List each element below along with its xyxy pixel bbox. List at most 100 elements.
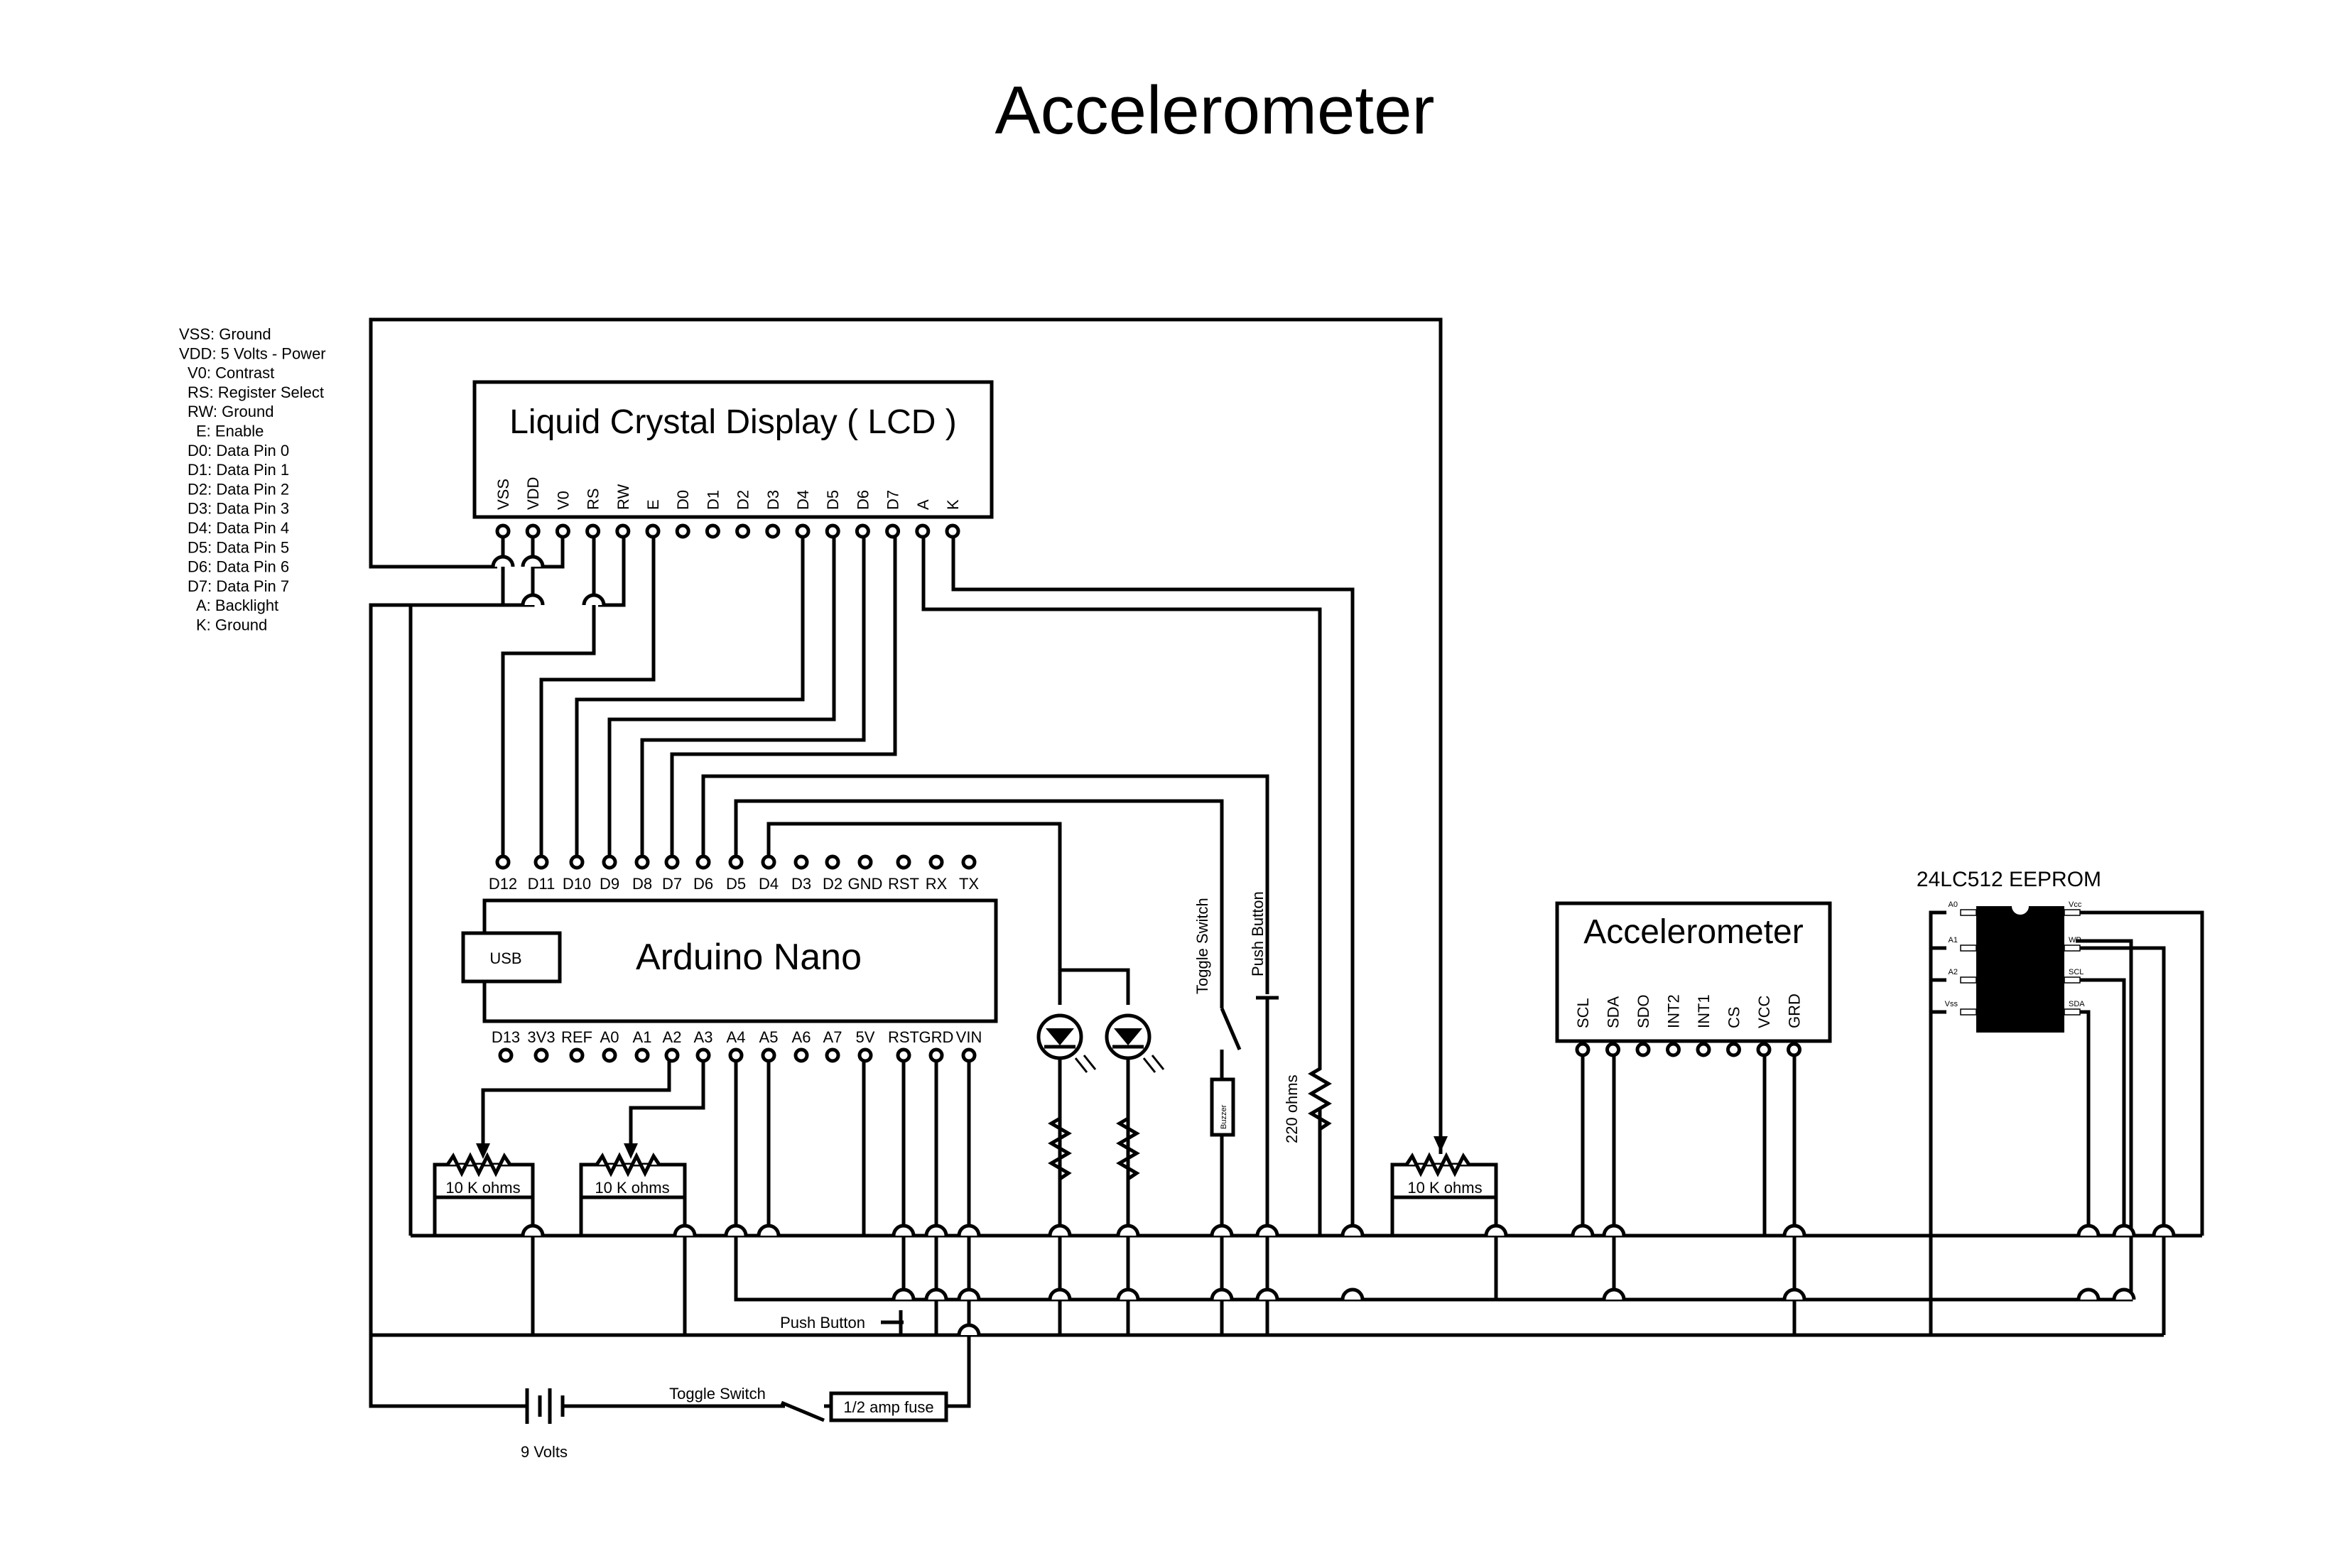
wire-d6 xyxy=(640,533,866,859)
nano-pin-rst[interactable] xyxy=(896,854,911,870)
nano-pin-label-a7: A7 xyxy=(823,1028,842,1046)
nano-pin-ref[interactable] xyxy=(569,1047,585,1063)
accelerometer-pin-sdo[interactable] xyxy=(1635,1042,1651,1057)
nano-pin-d6[interactable] xyxy=(695,854,711,870)
nano-pin-rx[interactable] xyxy=(928,854,944,870)
accelerometer-pin-int2[interactable] xyxy=(1666,1042,1681,1057)
wire-crossing-hop xyxy=(1210,1287,1234,1300)
nano-pin-d11[interactable] xyxy=(533,854,549,870)
nano-pin-gnd[interactable] xyxy=(857,854,873,870)
accelerometer-pin-scl[interactable] xyxy=(1575,1042,1591,1057)
lcd-pin-d7[interactable] xyxy=(885,523,901,539)
accelerometer-pin-int1[interactable] xyxy=(1696,1042,1711,1057)
led2-resistor xyxy=(1116,1111,1140,1186)
wire-d7 xyxy=(670,533,897,859)
eeprom-pin-scl[interactable] xyxy=(2064,976,2081,984)
wire-crossing-hop xyxy=(757,1224,781,1236)
wire-crossing-hop xyxy=(1571,1224,1595,1236)
lcd-pin-d3[interactable] xyxy=(765,523,781,539)
nano-pin-tx[interactable] xyxy=(961,854,977,870)
wire-crossing-hop xyxy=(924,1287,948,1300)
nano-pin-a2[interactable] xyxy=(664,1047,680,1063)
nano-pin-a4[interactable] xyxy=(728,1047,744,1063)
wire-crossing-hop xyxy=(892,1287,916,1300)
nano-pin-label-a4: A4 xyxy=(727,1028,746,1046)
lcd-pin-vss[interactable] xyxy=(495,523,511,539)
nano-pin-d7[interactable] xyxy=(664,854,680,870)
nano-pin-d3[interactable] xyxy=(793,854,809,870)
nano-pin-d8[interactable] xyxy=(634,854,650,870)
nano-pin-label-d11: D11 xyxy=(528,875,556,893)
nano-pin-label-a1: A1 xyxy=(633,1028,652,1046)
lcd-pin-v0[interactable] xyxy=(555,523,570,539)
wire-crossing-hop xyxy=(724,1224,748,1236)
lcd-pin-rs[interactable] xyxy=(585,523,601,539)
eeprom-pin-a1[interactable] xyxy=(1960,944,1977,952)
nano-pin-grd[interactable] xyxy=(928,1047,944,1063)
wire-eeprom-wp xyxy=(2076,946,2166,1335)
accelerometer-pin-vcc[interactable] xyxy=(1756,1042,1772,1057)
nano-pin-d9[interactable] xyxy=(602,854,617,870)
nano-pin-a7[interactable] xyxy=(825,1047,840,1063)
wire-crossing-hop xyxy=(1255,1224,1279,1236)
wire-k xyxy=(951,533,1355,1236)
lcd-pin-d2[interactable] xyxy=(735,523,751,539)
nano-pin-a6[interactable] xyxy=(793,1047,809,1063)
nano-pin-a3[interactable] xyxy=(695,1047,711,1063)
wire-battery-loop xyxy=(369,1335,527,1408)
nano-pin-d5[interactable] xyxy=(728,854,744,870)
eeprom-pin-sda[interactable] xyxy=(2064,1008,2081,1016)
fuse xyxy=(829,1391,948,1422)
legend-item: V0: Contrast xyxy=(188,364,274,382)
eeprom-pin-wp[interactable] xyxy=(2064,944,2081,952)
nano-pin-rst[interactable] xyxy=(896,1047,911,1063)
nano-pin-a0[interactable] xyxy=(602,1047,617,1063)
lcd-pin-d5[interactable] xyxy=(825,523,840,539)
nano-pin-d10[interactable] xyxy=(569,854,585,870)
lcd-pin-label-a: A xyxy=(914,499,932,510)
wire-crossing-hop xyxy=(2112,1224,2136,1236)
lcd-pin-e[interactable] xyxy=(645,523,661,539)
accelerometer-pin-grd[interactable] xyxy=(1787,1042,1801,1057)
wire-crossing-hop xyxy=(491,555,515,567)
buzzer xyxy=(1210,1077,1235,1137)
lcd-pin-d4[interactable] xyxy=(795,523,811,539)
eeprom-pin-label-sda: SDA xyxy=(2069,1000,2085,1008)
lcd-pin-k[interactable] xyxy=(945,523,960,539)
nano-pin-d12[interactable] xyxy=(495,854,511,870)
nano-pin-d4[interactable] xyxy=(761,854,776,870)
nano-pin-d13[interactable] xyxy=(498,1047,514,1063)
lcd-pin-d6[interactable] xyxy=(855,523,870,539)
wire-crossing-hop xyxy=(1116,1287,1140,1300)
legend-item: RS: Register Select xyxy=(188,383,324,401)
eeprom-pin-a2[interactable] xyxy=(1960,976,1977,984)
lcd-pin-vdd[interactable] xyxy=(525,523,541,539)
nano-pin-vin[interactable] xyxy=(961,1047,977,1063)
lcd-pin-a[interactable] xyxy=(915,523,931,539)
nano-pin-a1[interactable] xyxy=(634,1047,650,1063)
lcd-pin-d1[interactable] xyxy=(705,523,720,539)
lcd-pin-rw[interactable] xyxy=(615,523,631,539)
nano-pin-label-a6: A6 xyxy=(792,1028,811,1046)
nano-pin-3v3[interactable] xyxy=(533,1047,549,1063)
battery-9v xyxy=(525,1388,565,1424)
resistor-220 xyxy=(1308,1062,1332,1136)
nano-pin-label-d2: D2 xyxy=(823,875,842,893)
nano-pin-5v[interactable] xyxy=(857,1047,873,1063)
wire-crossing-hop xyxy=(2076,1287,2101,1300)
lcd-pin-label-vdd: VDD xyxy=(524,477,542,510)
nano-pin-a5[interactable] xyxy=(761,1047,776,1063)
lcd-pin-d0[interactable] xyxy=(675,523,690,539)
resistor-220-label: 220 ohms xyxy=(1283,1074,1301,1143)
accelerometer-pin-cs[interactable] xyxy=(1726,1042,1741,1057)
accelerometer-pin-sda[interactable] xyxy=(1605,1042,1620,1057)
eeprom-pin-vss[interactable] xyxy=(1960,1008,1977,1016)
eeprom-pin-vcc[interactable] xyxy=(2064,909,2081,916)
eeprom-pin-a0[interactable] xyxy=(1960,909,1977,916)
nano-pin-d2[interactable] xyxy=(825,854,840,870)
eeprom-pin-label-scl: SCL xyxy=(2069,968,2084,976)
legend-item: A: Backlight xyxy=(196,597,278,614)
lcd-title: Liquid Crystal Display ( LCD ) xyxy=(509,403,957,441)
